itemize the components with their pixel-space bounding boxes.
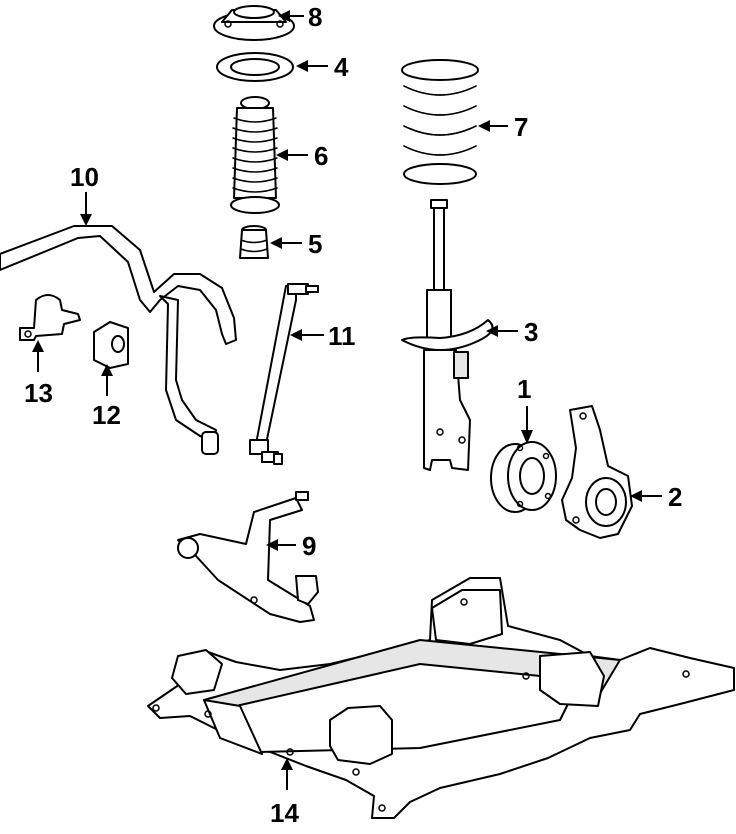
part-8-strut-mount[interactable] [213,5,295,41]
callout-9: 9 [266,531,316,561]
callout-11-label: 11 [328,321,356,351]
callout-11: 11 [290,321,356,351]
arrowhead [101,364,113,376]
arrowhead [521,430,533,444]
arrowhead [296,60,308,72]
part-11-stabilizer-link[interactable] [249,283,319,465]
arrowhead [478,120,490,132]
callout-1-label: 1 [517,374,531,404]
part-7-coil-spring[interactable] [401,59,479,185]
arrowhead [32,340,44,352]
callout-6-label: 6 [314,141,328,171]
callout-10-label: 10 [70,162,99,192]
part-9-lower-control-arm[interactable] [177,491,319,623]
callout-5-label: 5 [308,229,322,259]
part-12-bushing[interactable] [93,321,129,369]
part-6-dust-boot[interactable] [230,96,280,214]
callout-1: 1 [517,374,533,444]
callout-8: 8 [278,2,322,32]
callout-13: 13 [24,340,53,408]
part-14-engine-cradle[interactable] [147,577,735,819]
callout-12-label: 12 [92,400,121,430]
callout-4-label: 4 [334,52,349,82]
callout-7: 7 [478,112,528,142]
callout-3: 3 [486,317,538,347]
callout-14: 14 [270,758,299,828]
callout-13-label: 13 [24,378,53,408]
callout-7-label: 7 [514,112,528,142]
part-4-bearing-ring[interactable] [216,52,294,82]
arrowhead [270,237,282,249]
arrowhead [80,214,92,226]
part-1-hub-bearing[interactable] [490,441,557,513]
part-13-bushing-clamp[interactable] [19,294,81,341]
arrowhead [266,539,278,551]
callout-12: 12 [92,364,121,430]
arrowhead [278,10,290,22]
callout-4: 4 [296,52,349,82]
callout-6: 6 [276,141,328,171]
callout-2-label: 2 [668,482,682,512]
part-5-jounce-bumper[interactable] [239,225,269,259]
part-2-steering-knuckle[interactable] [561,405,633,539]
callout-14-label: 14 [270,798,299,828]
arrowhead [486,325,498,337]
arrowhead [290,329,302,341]
callout-2: 2 [630,482,682,512]
callout-10: 10 [70,162,99,226]
arrowhead [630,490,642,502]
arrowhead [281,758,293,770]
callout-3-label: 3 [524,317,538,347]
callout-9-label: 9 [302,531,316,561]
arrowhead [276,149,288,161]
callout-8-label: 8 [308,2,322,32]
part-3-strut[interactable] [401,199,494,471]
callout-5: 5 [270,229,322,259]
part-10-stabilizer-bar[interactable] [0,225,237,455]
